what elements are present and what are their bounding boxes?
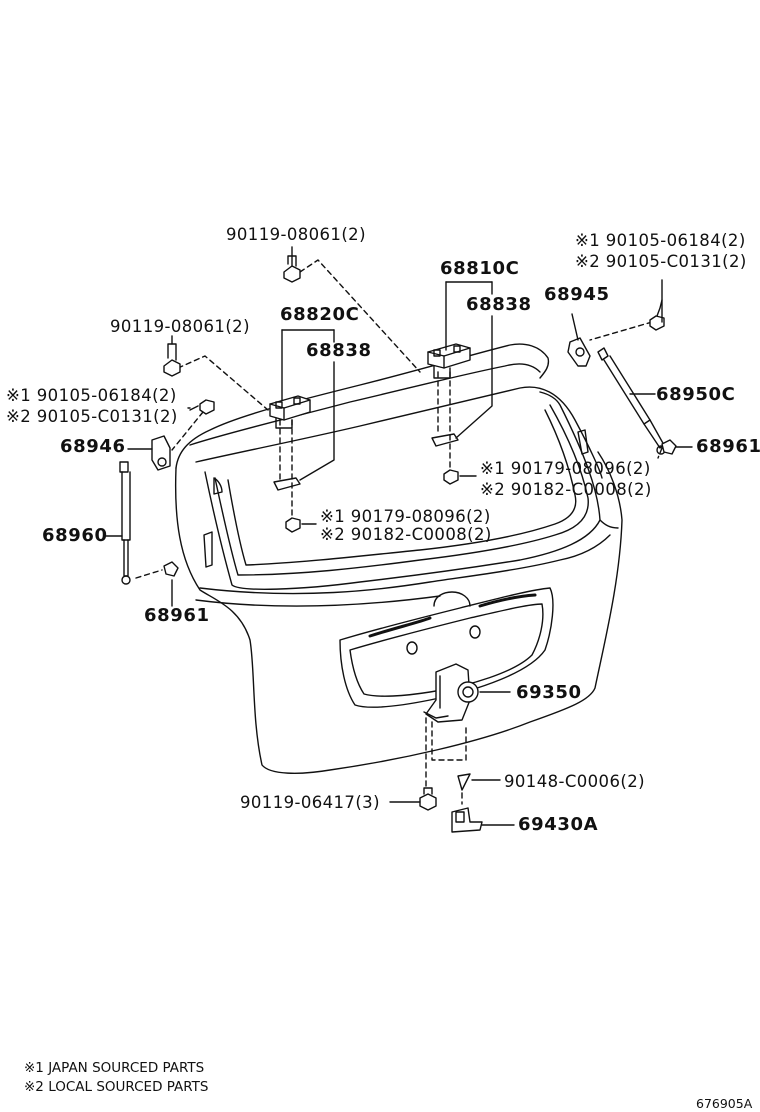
notch-left <box>213 477 223 495</box>
garnish-hole-left <box>406 641 418 655</box>
label-68810C: 68810C <box>440 258 520 279</box>
label-68961-left: 68961 <box>144 605 210 626</box>
leader-lines <box>104 246 693 826</box>
glass-opening-outer <box>204 391 601 590</box>
stud-68961-left <box>163 561 179 577</box>
stay-68950C <box>597 347 666 455</box>
slot-left <box>203 531 213 568</box>
label-90148-C0006: 90148-C0006(2) <box>504 772 645 791</box>
label-68961-right: 68961 <box>696 436 760 457</box>
label-68960: 68960 <box>42 525 108 546</box>
plate-68838-left <box>273 477 301 491</box>
label-68945: 68945 <box>544 284 610 305</box>
slot-right <box>577 429 589 455</box>
garnish-slot2 <box>478 593 537 608</box>
label-90105-C0131-left: ※2 90105-C0131(2) <box>6 407 178 426</box>
garnish-hole-right <box>469 625 481 639</box>
label-90119-06417: 90119-06417(3) <box>240 793 380 812</box>
label-90182-C0008-right: ※2 90182-C0008(2) <box>480 480 652 499</box>
label-68838-left: 68838 <box>306 340 372 361</box>
stay-68960 <box>119 461 131 585</box>
garnish-inner <box>349 603 544 697</box>
label-90182-C0008-left: ※2 90182-C0008(2) <box>320 525 492 544</box>
label-90119-08061-mid: 90119-08061(2) <box>110 317 250 336</box>
label-90179-08096-left: ※1 90179-08096(2) <box>320 507 491 526</box>
hinge-68820C <box>269 395 311 429</box>
emblem-recess <box>433 591 471 607</box>
striker-69430A <box>451 807 483 833</box>
label-68838-right: 68838 <box>466 294 532 315</box>
nut-right <box>443 469 459 485</box>
screw-90148 <box>457 773 471 791</box>
bracket-68946 <box>151 435 171 471</box>
nut-left <box>285 517 301 533</box>
label-90105-06184-right: ※1 90105-06184(2) <box>575 231 746 250</box>
label-69430A: 69430A <box>518 814 599 835</box>
bolt-90105-left <box>189 399 215 415</box>
glass-opening-inner2 <box>227 409 577 566</box>
panel-crease2 <box>195 595 441 607</box>
hinge-68810C <box>427 343 471 379</box>
stud-68961-right <box>661 439 677 455</box>
label-69350: 69350 <box>516 682 582 703</box>
plate-68838-right <box>431 433 459 447</box>
label-90119-08061-top: 90119-08061(2) <box>226 225 366 244</box>
legend-note-japan: ※1 JAPAN SOURCED PARTS <box>24 1060 205 1076</box>
label-90105-C0131-right: ※2 90105-C0131(2) <box>575 252 747 271</box>
lock-69350 <box>423 663 479 723</box>
garnish-slot <box>368 616 432 638</box>
spoiler-top <box>175 343 550 469</box>
bracket-68945 <box>567 337 591 367</box>
figure-code: 676905A <box>696 1096 753 1111</box>
license-garnish <box>339 587 554 708</box>
glass-opening-inner <box>214 404 589 576</box>
label-68820C: 68820C <box>280 304 360 325</box>
bolt-90119-08061-mid <box>163 343 181 377</box>
edge-right <box>599 519 619 529</box>
label-90105-06184-left: ※1 90105-06184(2) <box>6 386 177 405</box>
back-door-panel <box>174 451 623 774</box>
panel-crease <box>199 534 611 595</box>
legend-note-local: ※2 LOCAL SOURCED PARTS <box>24 1079 209 1095</box>
label-68950C: 68950C <box>656 384 736 405</box>
bolt-90119-06417 <box>419 787 437 811</box>
label-90179-08096-right: ※1 90179-08096(2) <box>480 459 651 478</box>
spoiler-edge <box>189 363 541 446</box>
spoiler-lower <box>195 386 603 479</box>
label-68946: 68946 <box>60 436 126 457</box>
